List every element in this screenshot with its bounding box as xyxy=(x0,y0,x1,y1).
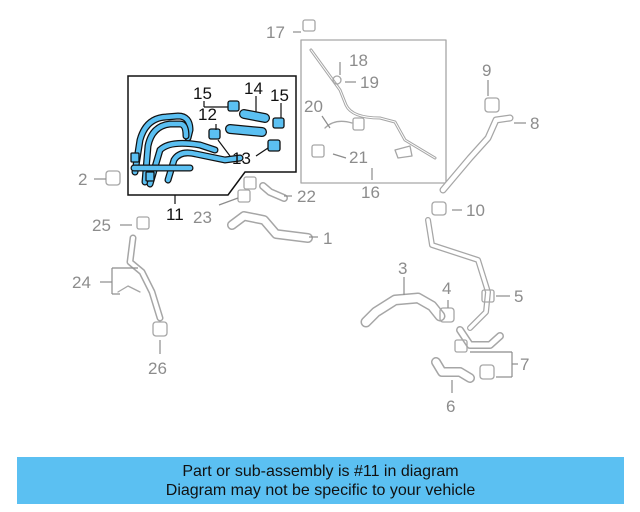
callout-26[interactable]: 26 xyxy=(148,359,167,378)
other-parts xyxy=(105,19,514,383)
callout-23[interactable]: 23 xyxy=(193,208,212,227)
callout-15a[interactable]: 15 xyxy=(193,84,212,103)
callout-15b[interactable]: 15 xyxy=(270,86,289,105)
callout-11[interactable]: 11 xyxy=(166,205,184,224)
banner-line-1: Part or sub-assembly is #11 in diagram xyxy=(182,462,459,480)
callout-17[interactable]: 17 xyxy=(266,23,285,42)
callout-25[interactable]: 25 xyxy=(92,216,111,235)
callout-20[interactable]: 20 xyxy=(304,97,323,116)
callout-3[interactable]: 3 xyxy=(398,259,407,278)
callout-10[interactable]: 10 xyxy=(466,201,485,220)
info-banner: Part or sub-assembly is #11 in diagram D… xyxy=(17,457,624,504)
subassembly-11-box[interactable] xyxy=(127,75,297,204)
leader-lines xyxy=(94,31,526,393)
callout-6[interactable]: 6 xyxy=(446,397,455,416)
callout-2[interactable]: 2 xyxy=(78,170,87,189)
parts-diagram: 1 2 3 4 5 6 7 8 9 10 11 12 13 14 15 15 1… xyxy=(72,19,539,416)
callout-24[interactable]: 24 xyxy=(72,273,91,292)
callout-21[interactable]: 21 xyxy=(349,148,368,167)
callout-1[interactable]: 1 xyxy=(323,229,332,248)
callout-19[interactable]: 19 xyxy=(360,73,379,92)
callout-14[interactable]: 14 xyxy=(244,79,263,98)
callout-7[interactable]: 7 xyxy=(520,355,529,374)
callout-labels: 1 2 3 4 5 6 7 8 9 10 11 12 13 14 15 15 1… xyxy=(72,23,539,416)
callout-4[interactable]: 4 xyxy=(442,279,451,298)
banner-line-2: Diagram may not be specific to your vehi… xyxy=(165,481,476,499)
callout-16[interactable]: 16 xyxy=(361,183,380,202)
callout-12[interactable]: 12 xyxy=(198,105,217,124)
callout-22[interactable]: 22 xyxy=(297,187,316,206)
callout-9[interactable]: 9 xyxy=(482,61,491,80)
callout-5[interactable]: 5 xyxy=(514,287,523,306)
callout-18[interactable]: 18 xyxy=(349,51,368,70)
callout-13[interactable]: 13 xyxy=(232,149,251,168)
callout-8[interactable]: 8 xyxy=(530,114,539,133)
